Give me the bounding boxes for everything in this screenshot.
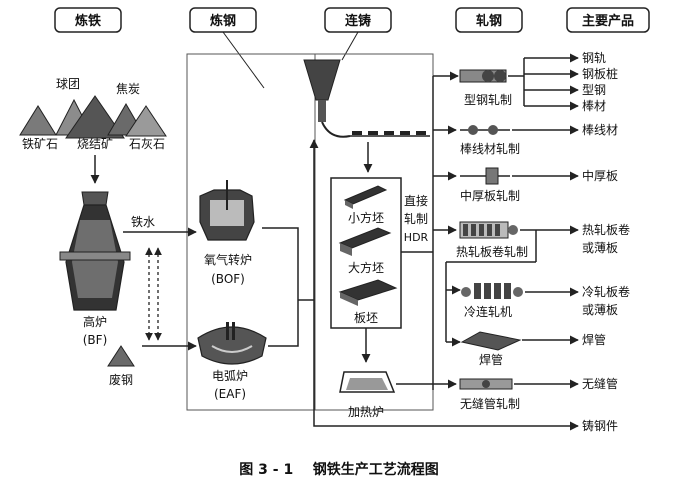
label-coke: 焦炭 <box>116 82 140 96</box>
header-casting-pointer <box>341 31 359 61</box>
label-direct-1: 直接 <box>404 193 428 208</box>
label-small-billet: 小方坯 <box>348 210 384 225</box>
ladle-tundish-icon <box>303 59 351 138</box>
label-slab: 板坯 <box>354 311 378 325</box>
label-bof: 氧气转炉 <box>204 252 252 267</box>
product-sheet-pile: 钢板桩 <box>582 66 618 81</box>
welded-pipe-icon <box>460 331 522 351</box>
label-eaf: 电弧炉 <box>212 369 248 383</box>
product-rail: 钢轨 <box>582 51 606 65</box>
plate-mill-icon <box>460 167 510 185</box>
label-large-billet: 大方坯 <box>348 260 384 275</box>
label-scrap: 废钢 <box>109 372 133 387</box>
seamless-mill-icon <box>459 378 513 390</box>
header-ironmaking-label: 炼铁 <box>75 13 101 29</box>
large-billet-icon <box>338 227 392 256</box>
label-seamless-mill: 无缝管轧制 <box>460 396 520 411</box>
bof-converter-icon <box>199 180 255 241</box>
bar-wire-mill-icon <box>460 125 510 135</box>
figure-caption: 图 3 - 1 钢铁生产工艺流程图 <box>239 461 438 478</box>
label-bof-abbr: (BOF) <box>211 272 245 286</box>
arrow-to-casting-product <box>313 420 579 431</box>
header-products-label: 主要产品 <box>582 13 634 29</box>
scrap-pile-icon <box>107 345 135 367</box>
header-products: 主要产品 <box>566 7 650 33</box>
label-welded-pipe-mill: 焊管 <box>479 352 503 367</box>
label-molten-iron: 铁水 <box>131 215 155 229</box>
product-casting: 铸钢件 <box>582 418 618 433</box>
section-mill-icon <box>459 69 507 83</box>
line-bof-eaf-merge <box>262 227 299 347</box>
product-bar-wire: 棒线材 <box>582 123 618 137</box>
product-seamless-pipe: 无缝管 <box>582 376 618 391</box>
header-rolling: 轧钢 <box>455 7 523 33</box>
product-cold-coil-2: 或薄板 <box>582 302 618 317</box>
small-billet-icon <box>343 185 388 209</box>
label-limestone: 石灰石 <box>129 137 165 151</box>
hot-strip-mill-icon <box>459 221 518 239</box>
label-sinter: 烧结矿 <box>77 137 113 151</box>
header-steelmaking-pointer <box>222 31 265 89</box>
cold-mill-icon <box>461 283 523 299</box>
header-rolling-label: 轧钢 <box>476 13 502 29</box>
header-ironmaking: 炼铁 <box>54 7 122 33</box>
product-welded-pipe: 焊管 <box>582 332 606 347</box>
label-eaf-abbr: (EAF) <box>214 387 246 401</box>
label-direct-2: 轧制 <box>404 212 428 226</box>
label-plate-mill: 中厚板轧制 <box>460 188 520 203</box>
product-cold-coil-1: 冷轧板卷 <box>582 284 630 299</box>
product-plate: 中厚板 <box>582 168 618 183</box>
header-steelmaking: 炼钢 <box>189 7 257 33</box>
slab-icon <box>338 279 398 306</box>
header-steelmaking-label: 炼钢 <box>210 13 236 29</box>
product-hot-coil-1: 热轧板卷 <box>582 222 630 237</box>
casting-rollers <box>350 131 430 137</box>
product-hot-coil-2: 或薄板 <box>582 240 618 255</box>
label-cold-mill: 冷连轧机 <box>464 304 512 319</box>
header-casting: 连铸 <box>324 7 392 33</box>
reheating-furnace-icon <box>339 371 396 393</box>
label-hdr: HDR <box>404 231 429 244</box>
product-bar: 棒材 <box>582 99 606 113</box>
billet-group-box <box>330 177 402 329</box>
product-section-steel: 型钢 <box>582 83 606 97</box>
label-reheating-furnace: 加热炉 <box>348 405 384 419</box>
raw-material-piles <box>19 95 167 139</box>
label-bar-wire-mill: 棒线材轧制 <box>460 142 520 156</box>
label-pellet: 球团 <box>56 77 80 91</box>
header-casting-label: 连铸 <box>345 13 371 29</box>
label-blast-furnace: 高炉 <box>83 314 107 329</box>
label-hot-strip-mill: 热轧板卷轧制 <box>456 244 528 259</box>
eaf-furnace-icon <box>197 322 267 365</box>
blast-furnace-icon <box>59 191 131 311</box>
label-bf-abbr: (BF) <box>83 333 108 347</box>
label-section-mill: 型钢轧制 <box>464 93 512 107</box>
label-iron-ore: 铁矿石 <box>22 137 58 151</box>
